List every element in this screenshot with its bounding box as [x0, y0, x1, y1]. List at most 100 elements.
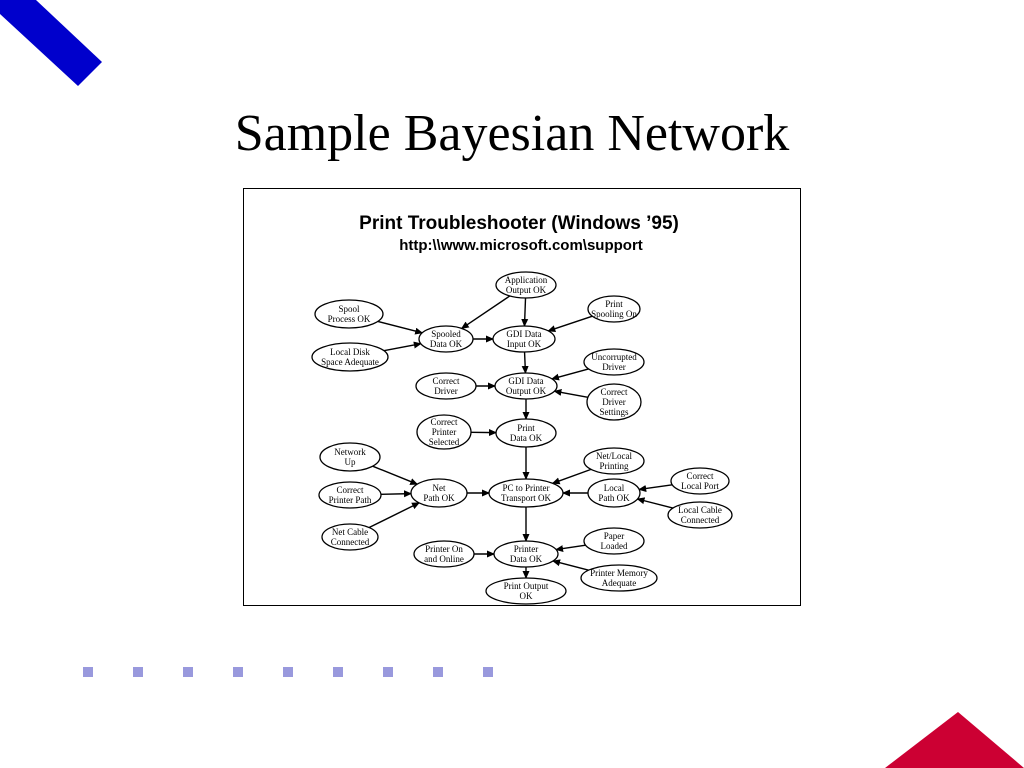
edge-paper-loaded-to-printer-data	[555, 544, 586, 552]
node-label: Path OK	[423, 493, 455, 503]
node-label: Local Cable	[678, 505, 722, 515]
node-ellipse	[318, 481, 382, 509]
node-label: Driver	[602, 362, 626, 372]
edge-network-up-to-net-path	[372, 465, 419, 485]
diagram-subtitle: http:\\www.microsoft.com\support	[399, 237, 643, 254]
node-label: Local	[604, 483, 625, 493]
bullet-square	[183, 667, 193, 677]
node-ellipse	[667, 501, 733, 529]
node-label: Input OK	[507, 339, 542, 349]
edge-application-output-to-gdi-data-input	[521, 297, 529, 328]
node-label: PC to Printer	[502, 483, 549, 493]
node-ellipse	[410, 478, 468, 508]
node-ellipse	[413, 540, 475, 568]
node-label: Uncorrupted	[591, 352, 637, 362]
node-label: Printer Path	[329, 495, 372, 505]
node-label: Printer	[514, 544, 539, 554]
bullet-row	[83, 667, 493, 677]
bullet-square	[333, 667, 343, 677]
node-label: Net/Local	[596, 451, 632, 461]
node-label: Connected	[331, 537, 370, 547]
node-ellipse	[583, 527, 645, 555]
node-label: Spooling On	[591, 309, 637, 319]
node-label: Spooled	[431, 329, 461, 339]
edge-correct-driver-settings-to-gdi-data-output	[553, 388, 589, 398]
node-ellipse	[488, 478, 564, 508]
node-ellipse	[583, 447, 645, 475]
node-label: Printer On	[425, 544, 463, 554]
node-ellipse	[311, 342, 389, 372]
bayesian-network-diagram: Print Troubleshooter (Windows ’95) http:…	[311, 213, 733, 605]
bullet-square	[233, 667, 243, 677]
node-ellipse	[583, 348, 645, 376]
blue-corner-bar	[0, 0, 102, 86]
node-label: Space Adequate	[321, 357, 379, 367]
node-label: Path OK	[598, 493, 630, 503]
node-label: Process OK	[328, 314, 371, 324]
node-label: OK	[520, 591, 533, 601]
edge-spool-process-to-spooled-data	[377, 320, 424, 335]
edge-correct-local-port-to-local-path	[638, 484, 673, 492]
node-label: and Online	[424, 554, 464, 564]
node-ellipse	[492, 325, 556, 353]
node-label: Driver	[602, 397, 626, 407]
edge-gdi-data-input-to-gdi-data-output	[521, 351, 529, 375]
slide-title: Sample Bayesian Network	[234, 105, 790, 162]
node-label: Data OK	[430, 339, 463, 349]
node-label: Net Cable	[332, 527, 368, 537]
edge-uncorrupted-driver-to-gdi-data-output	[551, 368, 589, 381]
edge-net-local-printing-to-pc-to-printer-transport	[551, 468, 592, 485]
node-label: Transport OK	[501, 493, 551, 503]
node-ellipse	[587, 478, 641, 508]
node-ellipse	[485, 577, 567, 605]
node-ellipse	[493, 540, 559, 568]
node-ellipse	[314, 299, 384, 329]
node-label: Network	[334, 447, 366, 457]
node-label: Output OK	[506, 285, 547, 295]
node-label: Driver	[434, 386, 458, 396]
node-label: Correct	[433, 376, 460, 386]
node-ellipse	[321, 523, 379, 551]
node-label: Output OK	[506, 386, 547, 396]
node-ellipse	[494, 372, 558, 400]
edge-net-cable-connected-to-net-path	[368, 502, 420, 529]
node-ellipse	[495, 271, 557, 299]
node-label: Application	[505, 275, 548, 285]
crimson-corner-triangle	[885, 712, 1024, 768]
node-label: Connected	[681, 515, 720, 525]
node-ellipse	[319, 442, 381, 472]
node-label: GDI Data	[508, 376, 543, 386]
edge-local-disk-space-to-spooled-data	[383, 341, 422, 352]
node-ellipse	[418, 325, 474, 353]
node-label: Correct	[601, 387, 628, 397]
node-label: Correct	[337, 485, 364, 495]
node-ellipse	[495, 418, 557, 448]
diagram-title: Print Troubleshooter (Windows ’95)	[359, 213, 679, 234]
node-ellipse	[415, 372, 477, 400]
node-label: Correct	[431, 417, 458, 427]
node-label: Data OK	[510, 554, 543, 564]
